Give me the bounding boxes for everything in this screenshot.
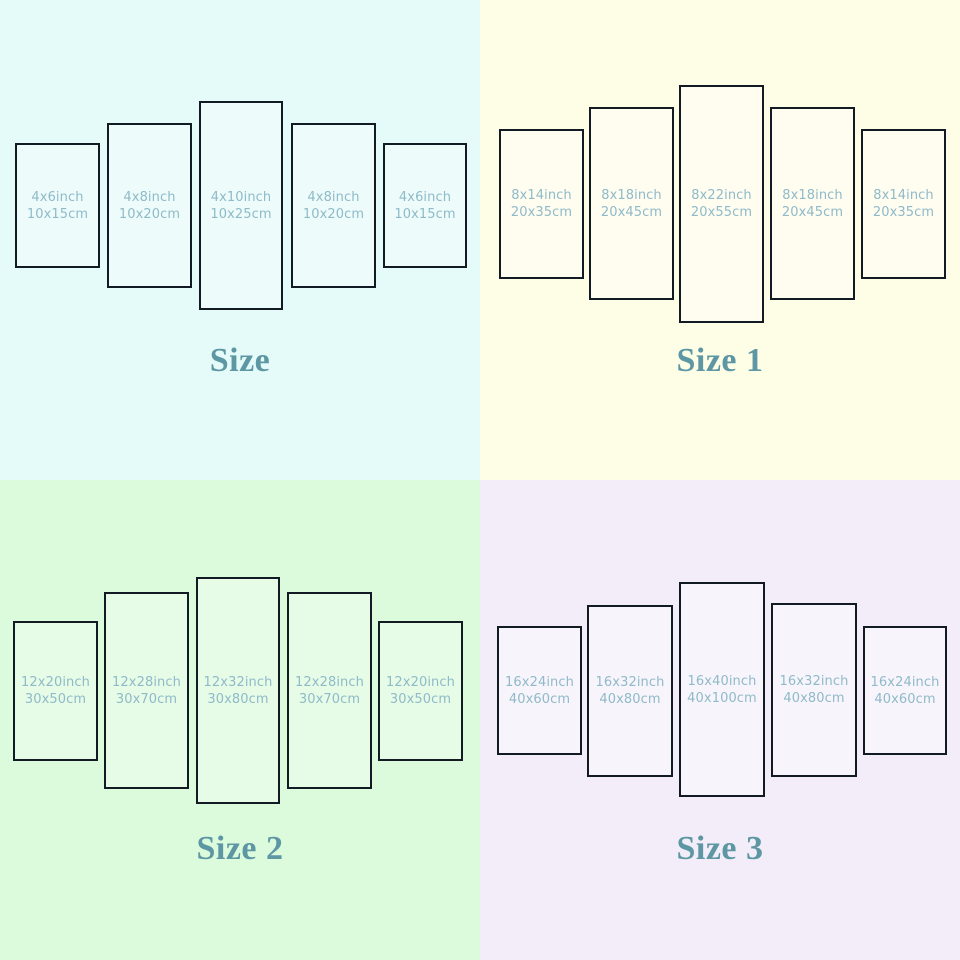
- dimension-centimeters: 30x70cm: [115, 691, 178, 707]
- dimension-centimeters: 20x35cm: [872, 205, 935, 220]
- dimension-centimeters: 30x70cm: [298, 691, 361, 707]
- dimension-inches: 8x22inch: [691, 187, 752, 203]
- dimension-centimeters: 40x60cm: [874, 691, 936, 707]
- dimension-centimeters: 10x20cm: [118, 206, 181, 222]
- dimension-inches: 16x32inch: [779, 673, 849, 689]
- dimension-centimeters: 40x100cm: [687, 690, 757, 706]
- dimension-inches: 8x18inch: [601, 187, 662, 203]
- dimension-centimeters: 40x80cm: [599, 692, 661, 707]
- size-caption-size: Size: [209, 342, 271, 379]
- canvas-panel-3[interactable]: 8x22inch 20x55cm: [679, 85, 764, 323]
- dimension-inches: 4x8inch: [123, 189, 176, 205]
- canvas-panel-4[interactable]: 16x32inch 40x80cm: [771, 603, 857, 777]
- dimension-centimeters: 10x15cm: [394, 206, 456, 222]
- dimension-centimeters: 20x35cm: [510, 205, 573, 220]
- dimension-inches: 16x24inch: [505, 674, 574, 690]
- panel-dimension-label: 8x14inch 20x35cm: [511, 187, 572, 221]
- dimension-inches: 8x14inch: [873, 187, 934, 203]
- panel-dimension-label: 8x14inch 20x35cm: [873, 187, 934, 221]
- canvas-panel-2[interactable]: 16x32inch 40x80cm: [587, 605, 673, 777]
- dimension-inches: 12x20inch: [21, 674, 90, 690]
- dimension-centimeters: 30x50cm: [389, 692, 452, 707]
- dimension-centimeters: 10x15cm: [26, 206, 89, 222]
- dimension-centimeters: 20x55cm: [690, 205, 753, 220]
- panel-dimension-label: 12x20inch 30x50cm: [386, 674, 455, 708]
- dimension-inches: 4x10inch: [210, 189, 272, 205]
- canvas-panel-1[interactable]: 8x14inch 20x35cm: [499, 129, 584, 279]
- panel-dimension-label: 16x32inch 40x80cm: [596, 674, 665, 708]
- dimension-centimeters: 10x25cm: [210, 206, 272, 222]
- dimension-inches: 12x32inch: [203, 674, 273, 690]
- dimension-inches: 16x32inch: [595, 674, 665, 690]
- dimension-centimeters: 10x20cm: [302, 206, 365, 222]
- dimension-centimeters: 40x60cm: [508, 691, 571, 707]
- panel-dimension-label: 16x32inch 40x80cm: [780, 673, 849, 707]
- dimension-inches: 12x28inch: [112, 674, 181, 690]
- panel-dimension-label: 8x22inch 20x55cm: [691, 187, 752, 221]
- size-caption-size-2: Size 2: [196, 830, 284, 867]
- dimension-inches: 4x6inch: [398, 189, 452, 205]
- canvas-panel-5[interactable]: 12x20inch 30x50cm: [378, 621, 463, 761]
- dimension-centimeters: 30x80cm: [207, 691, 269, 707]
- dimension-inches: 8x18inch: [782, 187, 843, 203]
- dimension-inches: 12x28inch: [295, 674, 364, 690]
- panel-dimension-label: 12x20inch 30x50cm: [21, 674, 90, 708]
- dimension-centimeters: 20x45cm: [600, 204, 663, 220]
- dimension-centimeters: 30x50cm: [24, 692, 87, 707]
- size-caption-size-3: Size 3: [676, 830, 764, 867]
- dimension-inches: 8x14inch: [511, 187, 572, 203]
- dimension-inches: 4x6inch: [31, 189, 84, 205]
- dimension-inches: 16x40inch: [687, 673, 757, 689]
- dimension-inches: 16x24inch: [870, 674, 940, 690]
- size-caption-size-1: Size 1: [676, 342, 764, 379]
- dimension-inches: 12x20inch: [386, 674, 455, 690]
- canvas-panel-5[interactable]: 8x14inch 20x35cm: [861, 129, 946, 279]
- dimension-inches: 4x8inch: [307, 189, 360, 205]
- dimension-centimeters: 40x80cm: [783, 691, 845, 706]
- canvas-panel-1[interactable]: 12x20inch 30x50cm: [13, 621, 98, 761]
- dimension-centimeters: 20x45cm: [781, 204, 844, 220]
